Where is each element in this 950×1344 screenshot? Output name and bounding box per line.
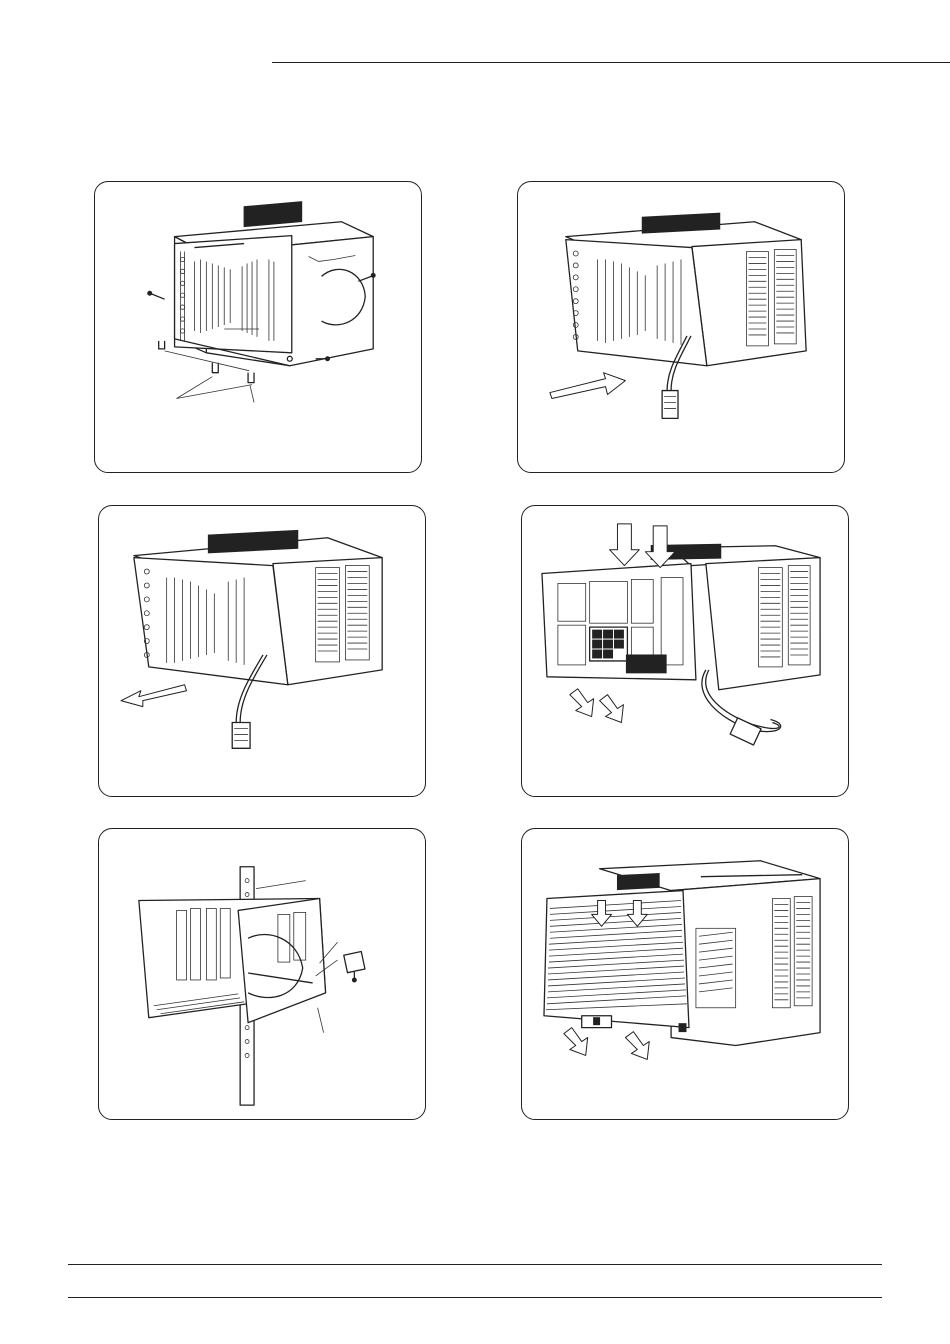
step-6-illustration <box>522 829 848 1119</box>
power-plug-icon <box>232 723 250 749</box>
top-vent-icon <box>244 202 302 227</box>
step-5-panel <box>98 828 426 1120</box>
chassis-front <box>134 558 288 685</box>
direction-arrow-icon <box>564 1028 588 1056</box>
power-plug-icon <box>730 718 761 745</box>
top-vent-icon <box>617 873 659 889</box>
direction-arrow-icon <box>600 695 624 723</box>
step-4-panel <box>521 505 849 797</box>
direction-arrow-icon <box>570 689 594 717</box>
direction-arrow-icon <box>610 524 640 566</box>
footer-rule-top <box>68 1264 882 1265</box>
top-vent-icon <box>642 213 719 233</box>
step-3-illustration <box>99 506 425 796</box>
direction-arrow-icon <box>121 685 187 707</box>
power-plug-icon <box>662 391 678 419</box>
step-4-illustration <box>522 506 848 796</box>
step-1-panel <box>94 181 422 473</box>
front-frame <box>542 564 696 680</box>
direction-arrow-icon <box>550 373 625 399</box>
step-5-illustration <box>99 829 425 1119</box>
step-2-illustration <box>518 182 844 472</box>
control-keypad-icon <box>590 627 628 661</box>
cabinet-right-side <box>692 240 806 366</box>
step-1-illustration <box>95 182 421 472</box>
footer-rule-bottom <box>68 1297 882 1298</box>
step-3-panel <box>98 505 426 797</box>
step-2-panel <box>517 181 845 473</box>
header-rule <box>272 62 950 63</box>
mounting-bracket-icon <box>344 951 365 972</box>
step-6-panel <box>521 828 849 1120</box>
direction-arrow-icon <box>625 1032 649 1060</box>
